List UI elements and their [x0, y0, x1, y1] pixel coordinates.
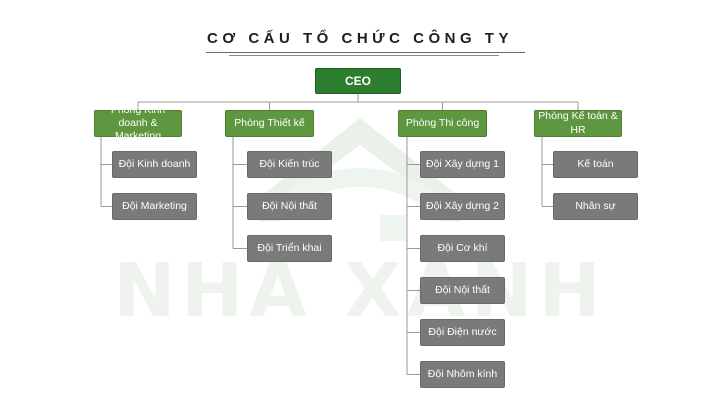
- department-label: Phòng Kinh doanh & Marketing: [110, 103, 166, 143]
- team-box: Đội Nhôm kính: [420, 361, 505, 388]
- team-label: Đội Cơ khí: [437, 241, 488, 254]
- team-box: Đội Cơ khí: [420, 235, 505, 262]
- team-label: Đội Kinh doanh: [118, 157, 191, 170]
- title-rule-bottom: [229, 55, 499, 56]
- team-label: Đội Nội thất: [435, 283, 490, 296]
- ceo-box: CEO: [315, 68, 401, 94]
- team-label: Đội Nội thất: [262, 199, 317, 212]
- team-box: Đội Triển khai: [247, 235, 332, 262]
- department-label: Phòng Thi công: [405, 116, 480, 129]
- team-label: Kế toán: [577, 157, 614, 170]
- team-label: Đội Marketing: [122, 199, 187, 212]
- department-label: Phòng Kế toán & HR: [538, 110, 618, 136]
- team-label: Đội Điện nước: [428, 325, 497, 338]
- team-box: Đội Nội thất: [420, 277, 505, 304]
- department-box: Phòng Thi công: [398, 110, 487, 137]
- team-box: Đội Nội thất: [247, 193, 332, 220]
- team-label: Đội Kiến trúc: [259, 157, 320, 170]
- department-box: Phòng Thiết kế: [225, 110, 314, 137]
- ceo-label: CEO: [344, 73, 371, 88]
- team-box: Nhân sự: [553, 193, 638, 220]
- team-box: Đội Điện nước: [420, 319, 505, 346]
- department-box: Phòng Kinh doanh & Marketing: [94, 104, 182, 142]
- team-box: Đội Marketing: [112, 193, 197, 220]
- department-label: Phòng Thiết kế: [234, 116, 305, 129]
- team-label: Nhân sự: [575, 199, 616, 212]
- team-label: Đội Xây dựng 2: [426, 199, 499, 212]
- page-title: CƠ CẤU TỔ CHỨC CÔNG TY: [207, 30, 513, 47]
- team-box: Đội Kinh doanh: [112, 151, 197, 178]
- team-box: Kế toán: [553, 151, 638, 178]
- team-label: Đội Xây dựng 1: [426, 157, 499, 170]
- team-label: Đội Triển khai: [257, 241, 322, 254]
- department-box: Phòng Kế toán & HR: [534, 110, 622, 137]
- team-box: Đội Kiến trúc: [247, 151, 332, 178]
- team-box: Đội Xây dựng 1: [420, 151, 505, 178]
- team-box: Đội Xây dựng 2: [420, 193, 505, 220]
- title-rule-top: [206, 52, 525, 53]
- team-label: Đội Nhôm kính: [427, 367, 498, 380]
- watermark-text: NHA XANH: [113, 248, 606, 334]
